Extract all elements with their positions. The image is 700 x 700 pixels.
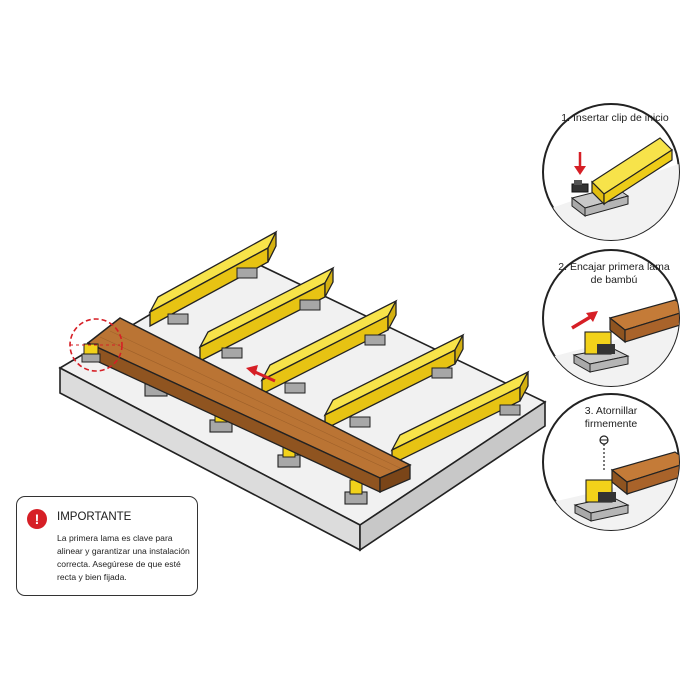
step-3-label: 3. Atornillar firmemente <box>584 405 638 430</box>
joist <box>198 266 335 363</box>
notice-text: La primera lama es clave para alinear y … <box>57 533 190 582</box>
exclamation-icon: ! <box>27 509 47 529</box>
joist <box>323 333 465 431</box>
notice-title: IMPORTANTE <box>57 511 132 523</box>
detail-circle-1 <box>542 103 680 241</box>
joist <box>390 370 530 466</box>
important-notice: ! IMPORTANTE La primera lama es clave pa… <box>16 496 198 596</box>
step-1-label: 1. Insertar clip de inicio <box>561 112 669 124</box>
direction-arrow-icon <box>246 365 276 383</box>
joists <box>148 230 530 466</box>
bamboo-board <box>81 317 412 494</box>
detail-circle-2 <box>542 249 680 387</box>
step-2-label: 2. Encajar primera lama de bambú <box>558 261 670 286</box>
supports <box>144 267 521 505</box>
